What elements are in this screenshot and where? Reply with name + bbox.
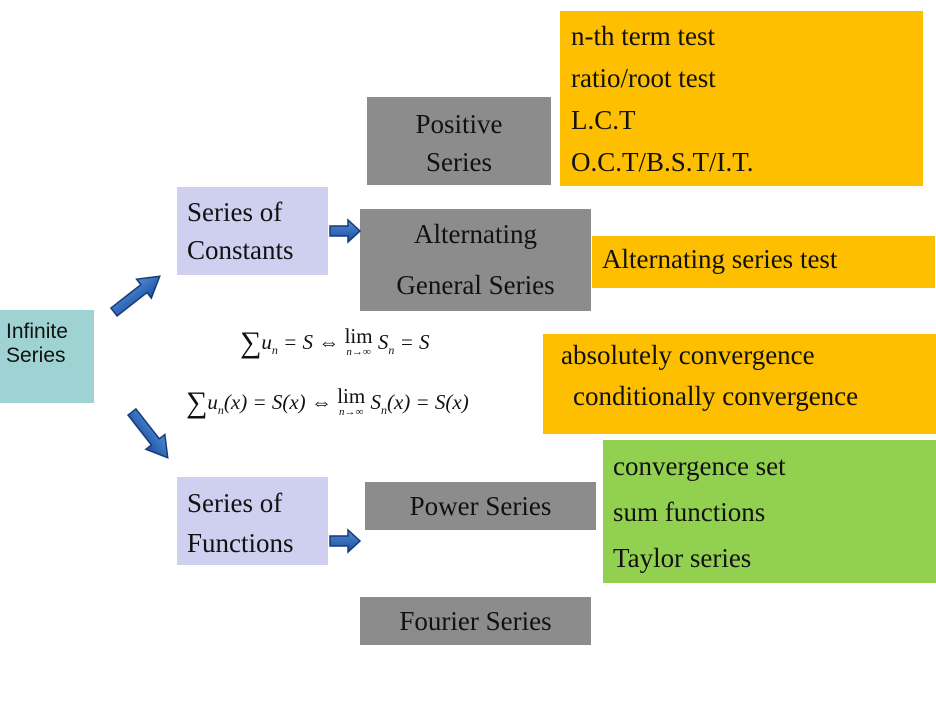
series-of-constants-box: Series of Constants [177, 187, 328, 275]
formula1-term-subscript: n [271, 343, 278, 358]
infinite-series-label: Infinite Series [6, 320, 68, 367]
test-ratio-root: ratio/root test [571, 63, 716, 93]
formula2-lim-subscript: n→∞ [339, 406, 364, 418]
test-oct-bst-it: O.C.T/B.S.T/I.T. [571, 147, 754, 177]
formula1-lim-text: lim [344, 324, 373, 348]
formula1-term: u [261, 330, 272, 354]
formula2-equiv: (x) = S(x) ⇔ [223, 390, 338, 414]
power-series-box: Power Series [365, 482, 596, 530]
series-of-functions-box: Series of Functions [177, 477, 328, 565]
power-series-label: Power Series [409, 491, 552, 521]
formula1-partial-sum: S [377, 330, 389, 354]
topic-sum-functions: sum functions [613, 497, 766, 527]
positive-tests-box: n-th term test ratio/root test L.C.T O.C… [560, 11, 923, 186]
sigma-symbol: ∑ [186, 386, 208, 419]
formula2-lim-text: lim [337, 384, 366, 408]
general-series-label: General Series [396, 270, 555, 300]
absolute-convergence-label: absolutely convergence [561, 340, 815, 370]
alternating-test-label: Alternating series test [602, 244, 838, 274]
topic-convergence-set: convergence set [613, 451, 786, 481]
convergence-types-box: absolutely convergence conditionally con… [543, 334, 936, 434]
fourier-series-box: Fourier Series [360, 597, 591, 645]
alternating-label: Alternating [414, 219, 537, 249]
sigma-symbol: ∑ [240, 326, 262, 359]
formula2-partial-sum-subscript: n [380, 403, 387, 418]
formula1-equiv: = S ⇔ [277, 330, 345, 354]
arrow-to-constants-icon [109, 275, 161, 317]
formula2-term: u [207, 390, 218, 414]
formula1-lim-subscript: n→∞ [346, 346, 371, 358]
alternating-test-box: Alternating series test [592, 236, 935, 288]
arrow-to-functions-icon [127, 407, 169, 459]
series-of-functions-label: Series of Functions [187, 488, 294, 558]
alternating-general-series-box: Alternating General Series [360, 209, 591, 311]
infinite-series-box: Infinite Series [0, 310, 94, 403]
formula2-partial-sum: S [370, 390, 381, 414]
formula1-partial-sum-subscript: n [388, 343, 395, 358]
test-nth-term: n-th term test [571, 21, 715, 51]
topic-taylor-series: Taylor series [613, 543, 752, 573]
test-lct: L.C.T [571, 105, 636, 135]
positive-series-label: Positive Series [415, 109, 503, 177]
function-topics-box: convergence set sum functions Taylor ser… [603, 440, 936, 583]
formula2-term-subscript: n [217, 403, 224, 418]
positive-series-box: Positive Series [367, 97, 551, 185]
arrow-constants-right-icon [329, 218, 362, 244]
series-of-constants-label: Series of Constants [187, 197, 294, 265]
arrow-functions-right-icon [329, 528, 362, 554]
formula2-result: (x) = S(x) [386, 390, 469, 414]
conditional-convergence-label: conditionally convergence [573, 381, 859, 411]
formula1-result: = S [394, 330, 430, 354]
fourier-series-label: Fourier Series [399, 606, 552, 636]
